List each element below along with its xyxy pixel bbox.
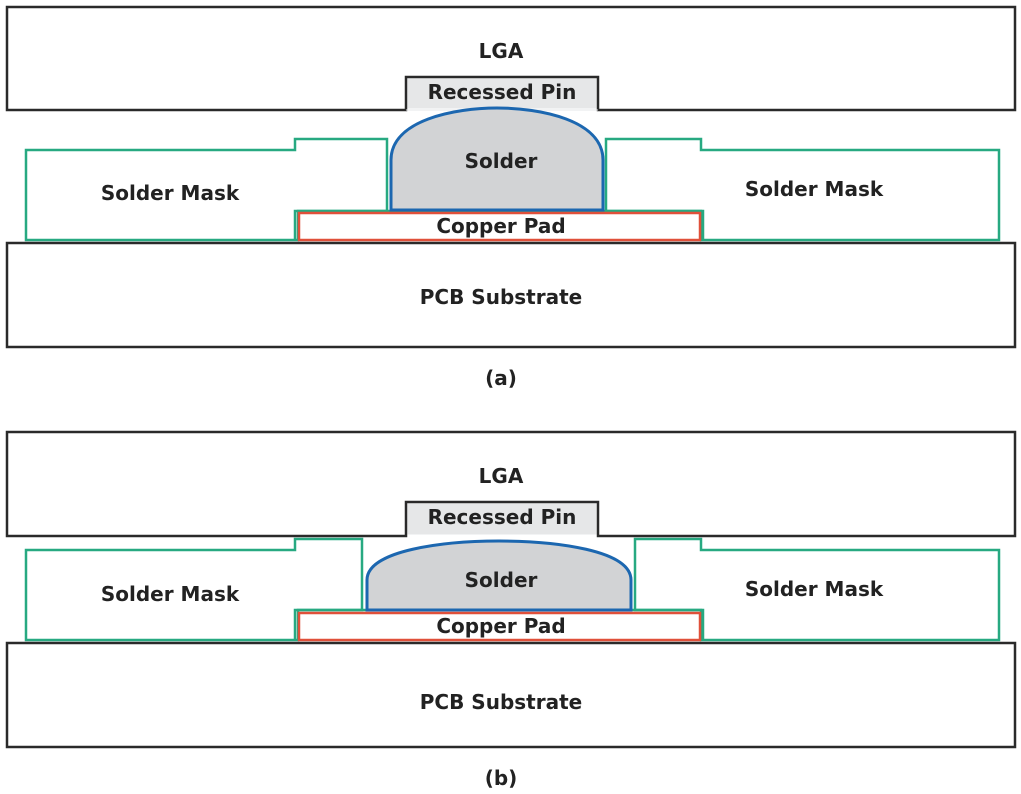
- solder-mask-left-label: Solder Mask: [101, 582, 240, 606]
- copper-pad: [297, 211, 702, 242]
- recessed-pin-label: Recessed Pin: [428, 80, 577, 104]
- pcb-substrate: [5, 641, 1017, 749]
- solder-mask-left-label: Solder Mask: [101, 181, 240, 205]
- lga-label: LGA: [479, 39, 524, 63]
- solder-mask-right-label: Solder Mask: [745, 577, 884, 601]
- copper-pad-label: Copper Pad: [436, 614, 565, 638]
- copper-pad-label: Copper Pad: [436, 214, 565, 238]
- solder-label: Solder: [465, 568, 538, 592]
- recessed-pin: [407, 503, 597, 535]
- copper-pad: [297, 611, 702, 642]
- solder-label: Solder: [465, 149, 538, 173]
- caption-a: (a): [485, 366, 517, 390]
- pcb-substrate-label: PCB Substrate: [420, 285, 582, 309]
- pcb-substrate-label: PCB Substrate: [420, 690, 582, 714]
- lga-body: [5, 430, 1017, 538]
- recessed-pin-label: Recessed Pin: [428, 505, 577, 529]
- solder-bump: [389, 106, 605, 212]
- pcb-substrate: [5, 241, 1017, 349]
- lga-body: [5, 5, 1017, 112]
- caption-b: (b): [485, 766, 518, 790]
- panel-b: LGA Recessed Pin Solder Solder Mask Sold…: [5, 430, 1017, 790]
- recessed-pin: [407, 78, 597, 109]
- solder-bump: [365, 539, 633, 612]
- lga-label: LGA: [479, 464, 524, 488]
- panel-a: LGA Recessed Pin Solder Solder Mask Sold…: [5, 5, 1017, 390]
- solder-mask-right-label: Solder Mask: [745, 177, 884, 201]
